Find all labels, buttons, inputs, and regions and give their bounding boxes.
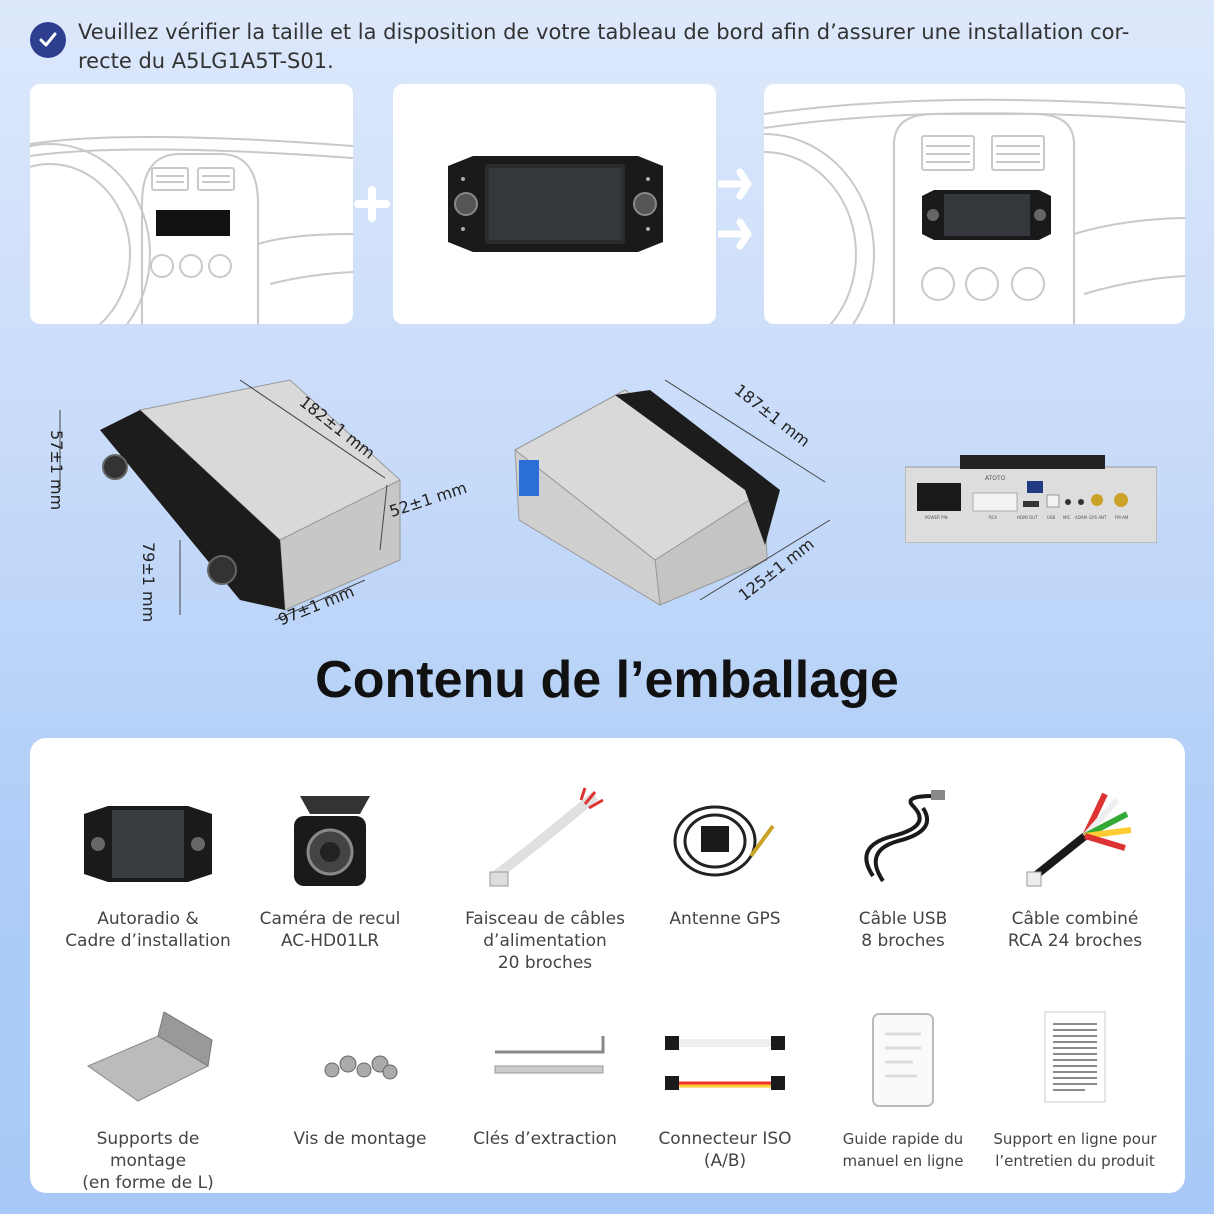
online-support-icon (1005, 1006, 1145, 1116)
rear-port-gps: GPS ANT (1089, 515, 1107, 520)
rear-panel-illustration: ATOTO POWER PIN RCA HDMI OUT USB MIC ADA… (904, 455, 1158, 544)
item-bracket: Supports de montage(en forme de L) (58, 1006, 238, 1194)
dashboard-empty-illustration (30, 84, 353, 324)
rca-cable-icon (1005, 786, 1145, 896)
notice-line-2: recte du A5LG1A5T-S01. (78, 49, 334, 73)
notice-text: Veuillez vérifier la taille et la dispos… (78, 18, 1178, 76)
unit-dimensions-left: 57±1 mm 182±1 mm 52±1 mm 79±1 mm 97±1 mm (30, 370, 470, 640)
camera-icon (260, 786, 400, 896)
item-label: Antenne GPS (669, 909, 781, 929)
package-contents: Autoradio &Cadre d’installation Caméra d… (30, 738, 1185, 1193)
rear-port-mic: MIC (1063, 515, 1071, 520)
dashboard-installed-illustration (764, 84, 1185, 324)
unit-dimensions-right: 187±1 mm 125±1 mm (505, 370, 845, 620)
item-label: Connecteur ISO (A/B) (658, 1129, 792, 1171)
radio-icon (78, 786, 218, 896)
usb-cable-icon (833, 786, 973, 896)
iso-connector-icon (655, 1006, 795, 1116)
radio-front-illustration (393, 84, 716, 324)
item-radio: Autoradio &Cadre d’installation (58, 786, 238, 952)
bracket-icon (78, 1006, 218, 1116)
item-label: Clés d’extraction (473, 1129, 617, 1149)
rear-port-hdmi: HDMI OUT (1017, 515, 1038, 520)
item-screws: Vis de montage (270, 1006, 450, 1150)
check-icon (30, 22, 66, 58)
item-keys: Clés d’extraction (455, 1006, 635, 1150)
dim-front-height: 57±1 mm (47, 430, 66, 511)
quick-guide-icon (833, 1006, 973, 1116)
arrow-right-icon (716, 166, 766, 256)
item-iso-connector: Connecteur ISO (A/B) (635, 1006, 815, 1172)
gps-antenna-icon (655, 786, 795, 896)
rear-port-usb: USB (1047, 515, 1056, 520)
item-label: Vis de montage (293, 1129, 427, 1149)
item-label: Autoradio &Cadre d’installation (65, 909, 231, 951)
keys-icon (475, 1006, 615, 1116)
item-label: Supports de montage(en forme de L) (82, 1129, 214, 1193)
rear-port-power: POWER PIN (925, 515, 948, 520)
rear-port-rca: RCA (989, 515, 998, 520)
section-title: Contenu de l’emballage (315, 651, 899, 709)
notice-line-1: Veuillez vérifier la taille et la dispos… (78, 20, 1130, 44)
screws-icon (290, 1006, 430, 1116)
plus-icon (354, 186, 390, 222)
rear-port-adam: ADAM (1075, 515, 1087, 520)
dim-front-lower: 79±1 mm (139, 542, 158, 623)
rear-port-fm: FM-AM (1115, 515, 1129, 520)
item-gps-antenna: Antenne GPS (635, 786, 815, 930)
harness-icon (475, 786, 615, 896)
rear-brand: ATOTO (985, 475, 1006, 482)
install-notice: Veuillez vérifier la taille et la dispos… (30, 14, 1190, 78)
